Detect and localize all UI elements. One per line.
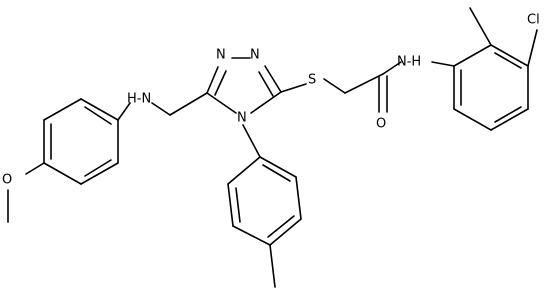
bond: [264, 65, 282, 93]
bond: [84, 159, 112, 177]
bond: [269, 218, 302, 246]
bond: [267, 215, 295, 238]
sulfur-label: S: [308, 73, 316, 88]
chloro-bond: [527, 29, 538, 67]
bond: [490, 108, 529, 131]
methyl-bond: [469, 7, 492, 46]
bond: [242, 124, 261, 158]
bond: [227, 183, 234, 227]
triazole-n4-label: N: [237, 111, 247, 126]
bond: [250, 91, 282, 114]
bond: [25, 162, 45, 175]
triazole-n1-label: N: [216, 48, 226, 63]
bond: [259, 156, 297, 178]
bond: [206, 92, 237, 114]
chlorine-label: Cl: [527, 13, 540, 28]
bond: [206, 66, 219, 94]
bond: [169, 92, 208, 116]
methoxyphenyl-ring: [7, 98, 119, 223]
amine-nh-label: H‑N: [127, 92, 151, 107]
chloromethylphenyl-ring: [453, 7, 538, 131]
bond: [117, 102, 131, 121]
bond: [431, 61, 455, 67]
bond: [490, 44, 529, 67]
amide-nh-label: N‑H: [397, 55, 421, 70]
bond: [262, 164, 291, 182]
thioether-bond: [280, 83, 307, 93]
bond: [80, 162, 119, 185]
bond: [214, 70, 227, 96]
bond: [323, 78, 346, 94]
bond: [382, 61, 402, 75]
bond: [43, 98, 82, 121]
bond: [453, 108, 492, 131]
triazole-ring: [206, 57, 282, 114]
bond: [227, 156, 261, 185]
bond: [453, 44, 492, 67]
tolyl-ring: [227, 156, 302, 288]
bond: [235, 187, 241, 223]
aminomethyl-linker: [117, 92, 208, 121]
bond: [344, 73, 384, 94]
bond: [232, 225, 271, 246]
bond: [43, 162, 82, 185]
bond: [494, 52, 522, 69]
triazole-n2-label: N: [250, 48, 260, 63]
bond: [494, 106, 522, 123]
bond: [151, 102, 171, 116]
methyl-bond: [269, 244, 276, 288]
methoxy-oxygen-label: O: [2, 173, 12, 188]
bond: [80, 98, 119, 121]
bond: [84, 106, 112, 125]
amide-linker: [323, 61, 455, 113]
bond: [258, 71, 274, 97]
bond: [295, 176, 302, 220]
carbonyl-oxygen-label: O: [376, 117, 386, 132]
